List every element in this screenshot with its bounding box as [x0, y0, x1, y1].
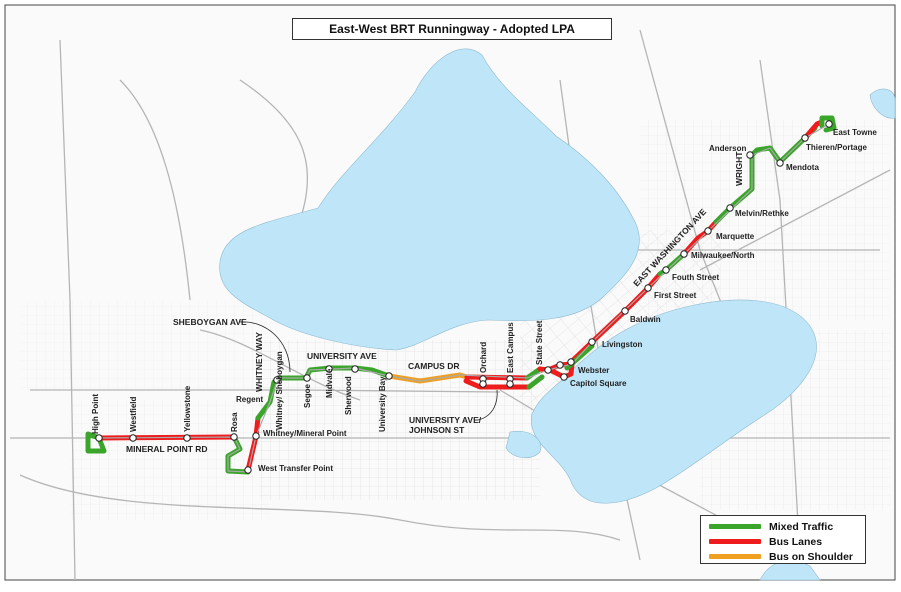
station-marker: [95, 434, 103, 442]
legend-item-mixed-traffic: Mixed Traffic: [701, 520, 865, 533]
station-label: First Street: [654, 291, 697, 300]
station-label: Marquette: [716, 232, 755, 241]
station-marker: [556, 361, 564, 369]
station-marker: [662, 266, 670, 274]
map-title: East-West BRT Runningway - Adopted LPA: [292, 18, 612, 40]
station-label: Midvale: [325, 368, 334, 398]
station-marker: [621, 307, 629, 315]
segment-mixed-traffic: [526, 374, 545, 390]
station-label: Capitol Square: [570, 379, 627, 388]
station-marker: [825, 120, 833, 128]
legend-label: Bus on Shoulder: [769, 550, 853, 563]
station-marker: [544, 366, 552, 374]
road-label-university-johnson: UNIVERSITY AVE/: [409, 415, 482, 425]
station-marker: [776, 159, 784, 167]
station-marker: [801, 134, 809, 142]
road-label-whitney-way: WHITNEY WAY: [254, 332, 264, 392]
station-marker: [746, 151, 754, 159]
segment-bus-lanes: [463, 378, 532, 390]
station-marker: [325, 365, 333, 373]
road-label-mineral-point-rd: MINERAL POINT RD: [126, 444, 208, 454]
road-label-university-johnson: JOHNSON ST: [409, 425, 465, 435]
station-marker: [506, 380, 514, 388]
station-marker: [479, 380, 487, 388]
segment-mixed-traffic: [819, 115, 837, 133]
segment-mixed-traffic: [524, 366, 543, 381]
station-marker: [704, 227, 712, 235]
legend-item-bus-lanes: Bus Lanes: [701, 535, 865, 548]
station-label: Whitney/ Sheboygan: [275, 351, 284, 430]
station-label: East Towne: [833, 128, 877, 137]
station-label: Baldwin: [630, 315, 661, 324]
station-label: Fouth Street: [672, 273, 719, 282]
station-label: Yellowstone: [183, 385, 192, 432]
legend: Mixed Traffic Bus Lanes Bus on Shoulder: [700, 515, 866, 564]
station-label: Segoe: [303, 383, 312, 408]
lake-monona: [531, 299, 817, 504]
segment-mixed-traffic: [85, 431, 107, 454]
station-marker: [726, 204, 734, 212]
lake-wingra: [505, 430, 542, 459]
stations: [95, 120, 833, 474]
station-label: Thieren/Portage: [806, 143, 867, 152]
station-marker: [183, 434, 191, 442]
station-label: Mendota: [786, 163, 819, 172]
lake-mendota: [219, 48, 640, 351]
legend-swatch: [709, 539, 761, 544]
legend-swatch: [709, 554, 761, 559]
station-marker: [273, 376, 281, 384]
station-marker: [680, 250, 688, 258]
station-marker: [588, 338, 596, 346]
station-marker: [560, 373, 568, 381]
road-label-university-ave: UNIVERSITY AVE: [307, 351, 377, 361]
station-marker: [351, 365, 359, 373]
station-label: High Point: [91, 394, 100, 434]
station-marker: [230, 433, 238, 441]
station-label: Webster: [578, 366, 609, 375]
leader-lines: [239, 321, 498, 421]
station-marker: [252, 432, 260, 440]
road-label-wright: WRIGHT: [734, 151, 744, 186]
route-centerline: [98, 123, 830, 473]
station-label: Regent: [236, 395, 263, 404]
station-labels: High Point Westfield Yellowstone Rosa We…: [91, 128, 877, 473]
station-label: Orchard: [479, 342, 488, 373]
station-label: State Street: [535, 320, 544, 365]
station-label: Westfield: [129, 396, 138, 432]
station-label: Sherwood: [344, 376, 353, 415]
legend-swatch: [709, 524, 761, 529]
station-marker: [644, 284, 652, 292]
legend-label: Bus Lanes: [769, 535, 823, 548]
station-label: Anderson: [709, 144, 746, 153]
lake-north: [869, 88, 896, 119]
station-marker: [567, 358, 575, 366]
station-label: Whitney/ Sheboygan: [275, 351, 284, 430]
station-label: Melvin/Rethke: [735, 209, 789, 218]
station-label: Rosa: [230, 412, 239, 432]
station-label: Whitney/Mineral Point: [263, 429, 347, 438]
station-label: Livingston: [602, 340, 643, 349]
road-label-sheboygan-ave: SHEBOYGAN AVE: [173, 317, 247, 327]
road-label-campus-dr: CAMPUS DR: [408, 361, 459, 371]
station-label: Milwaukee/North: [691, 251, 755, 260]
station-label: West Transfer Point: [258, 464, 333, 473]
station-marker: [385, 372, 393, 380]
legend-label: Mixed Traffic: [769, 520, 834, 533]
lakes: [219, 48, 896, 581]
station-label: East Campus: [506, 322, 515, 373]
station-marker: [244, 466, 252, 474]
legend-item-bus-on-shoulder: Bus on Shoulder: [701, 550, 865, 563]
station-marker: [129, 434, 137, 442]
station-marker: [303, 374, 311, 382]
station-label: University Bay: [378, 376, 387, 432]
